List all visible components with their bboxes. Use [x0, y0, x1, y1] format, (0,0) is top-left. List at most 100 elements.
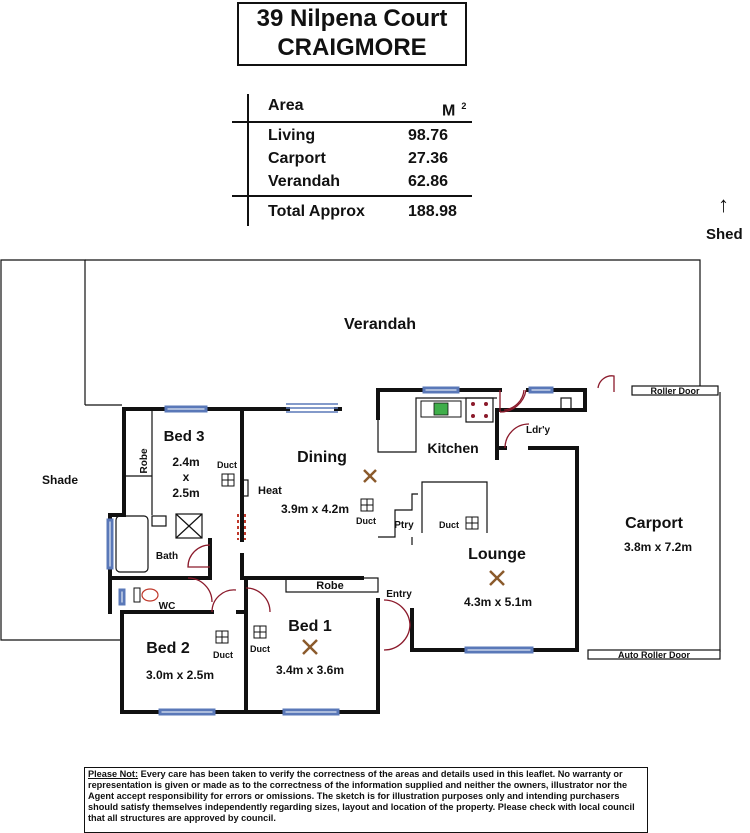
label-bed2-dim: 3.0m x 2.5m [146, 668, 214, 682]
wc-door[interactable] [187, 577, 213, 603]
burner [484, 414, 488, 418]
label-laundry: Ldr'y [526, 425, 550, 436]
window [528, 386, 554, 394]
windows [106, 386, 554, 716]
row-total-value: 188.98 [408, 203, 457, 220]
entry-door[interactable] [383, 599, 411, 651]
address-line-1: 39 Nilpena Court [256, 5, 448, 32]
window [118, 588, 126, 606]
label-pantry: Ptry [394, 520, 414, 531]
sliding-door[interactable] [286, 403, 338, 413]
interior-lines [115, 385, 721, 660]
row-verandah-value: 62.86 [408, 173, 449, 190]
label-kitchen: Kitchen [427, 440, 478, 456]
bed2-door[interactable] [211, 589, 237, 613]
lounge-fan-icon [489, 570, 505, 586]
row-living-value: 98.76 [408, 127, 449, 144]
window [282, 708, 340, 716]
window [106, 518, 114, 570]
row-living-label: Living [268, 127, 316, 144]
dining-fan-icon [363, 469, 377, 483]
bath-tub [115, 515, 149, 573]
burner [471, 402, 475, 406]
label-roller-door: Roller Door [650, 386, 700, 396]
laundry-door[interactable] [499, 389, 527, 413]
window [158, 708, 216, 716]
disclaimer-box: Please Not: Every care has been taken to… [84, 767, 648, 833]
shed-label: Shed [706, 226, 743, 243]
row-total-label: Total Approx [268, 203, 365, 220]
table-divider-header [232, 121, 472, 123]
pantry-outline [378, 493, 418, 538]
bath-door[interactable] [187, 544, 211, 568]
toilet-icon [141, 588, 159, 602]
shed-arrow-icon: ↑ [718, 192, 729, 217]
doors [187, 375, 615, 651]
table-divider-vertical [247, 94, 249, 226]
laundry-inner-door[interactable] [504, 423, 530, 449]
label-wc: WC [159, 601, 176, 612]
row-carport-label: Carport [268, 150, 326, 167]
heater [241, 479, 249, 497]
address-title-box: 39 Nilpena Court CRAIGMORE [237, 2, 467, 66]
label-shade: Shade [42, 473, 78, 487]
table-divider-total [232, 195, 472, 197]
burner [471, 414, 475, 418]
address-suburb: CRAIGMORE [277, 34, 427, 61]
label-duct: Duct [439, 520, 459, 530]
duct-vents [215, 473, 479, 644]
label-duct: Duct [356, 516, 376, 526]
roller-door [631, 385, 719, 396]
label-duct: Duct [217, 460, 237, 470]
label-robe-bed1: Robe [316, 580, 344, 592]
row-carport-value: 27.36 [408, 150, 449, 167]
duct-icon [215, 630, 229, 644]
shed-door[interactable] [597, 375, 615, 392]
laundry-trough [560, 397, 572, 411]
fridge-recess [421, 481, 488, 533]
label-dining-dim: 3.9m x 4.2m [281, 502, 349, 516]
row-verandah-label: Verandah [268, 173, 341, 190]
label-bed3: Bed 3 [164, 428, 205, 445]
laundry-door-arc [503, 389, 525, 411]
bed1-robe [285, 577, 379, 593]
duct-icon [221, 473, 235, 487]
shade-outline [0, 259, 122, 641]
burner [484, 402, 488, 406]
label-bed3-dim3: 2.5m [172, 486, 199, 500]
fans [302, 469, 505, 655]
auto-roller-door [587, 649, 721, 660]
duct-icon [360, 498, 374, 512]
label-bed3-dim1: 2.4m [172, 455, 199, 469]
shower-cross [175, 513, 203, 539]
label-dining: Dining [297, 449, 347, 466]
kitchen-bench [377, 397, 497, 453]
outer-outlines [0, 259, 721, 652]
room-labels: Verandah Shade Bed 3 2.4m x 2.5m Robe Di… [42, 316, 700, 682]
cistern [133, 587, 141, 603]
label-bed1-dim: 3.4m x 3.6m [276, 663, 344, 677]
label-verandah: Verandah [344, 316, 416, 333]
shower [175, 513, 203, 539]
label-entry: Entry [386, 589, 412, 600]
label-carport-dim: 3.8m x 7.2m [624, 540, 692, 554]
doorway-dashes [237, 514, 246, 540]
label-duct: Duct [213, 650, 233, 660]
sink-bowl [433, 402, 449, 416]
verandah-outline [85, 259, 701, 392]
label-robe-bed3: Robe [139, 448, 150, 473]
disclaimer-heading: Please Not: [88, 769, 139, 779]
label-carport: Carport [625, 515, 683, 532]
window [164, 405, 208, 413]
label-bed1: Bed 1 [288, 618, 332, 635]
cooktop [465, 397, 494, 423]
label-bed2: Bed 2 [146, 640, 190, 657]
bed1-door[interactable] [245, 587, 271, 613]
window [422, 386, 460, 394]
label-duct: Duct [250, 644, 270, 654]
table-header-area: Area [268, 97, 304, 114]
label-lounge-dim: 4.3m x 5.1m [464, 595, 532, 609]
label-bed3-dim2: x [183, 470, 190, 484]
